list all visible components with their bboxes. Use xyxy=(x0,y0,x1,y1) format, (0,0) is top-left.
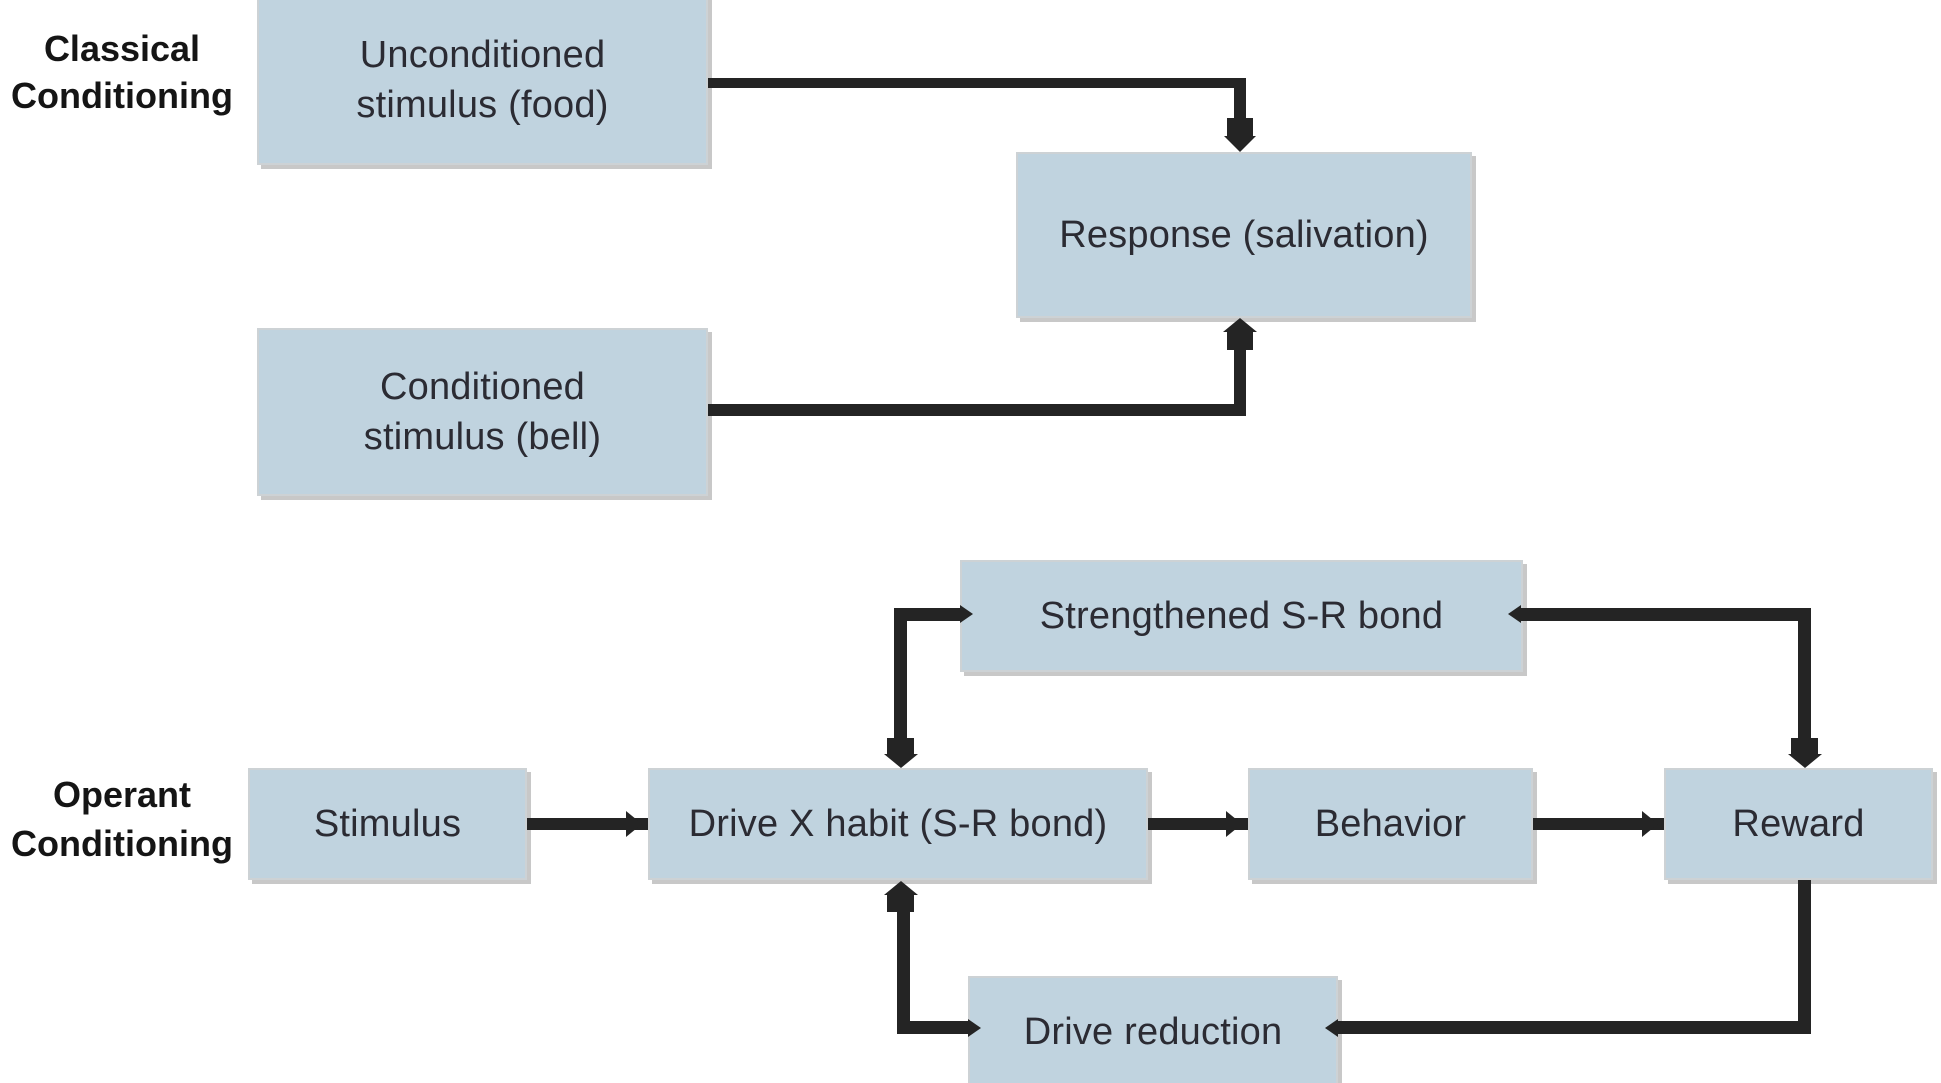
operant-label-line1: Operant xyxy=(52,774,192,815)
classical-label-line1: Classical xyxy=(43,28,201,69)
unconditioned-stimulus-line1: Unconditioned xyxy=(359,33,606,76)
loop-strengthened-head-down-icon-left xyxy=(884,754,918,768)
loop-reduction-head-block xyxy=(887,895,914,912)
loop-strengthened-right-vertical xyxy=(1798,608,1811,740)
strengthened-bond-box: Strengthened S-R bond xyxy=(960,560,1523,672)
stimulus-label: Stimulus xyxy=(313,803,462,845)
response-label: Response (salivation) xyxy=(1059,214,1429,256)
arrow-drive-to-behavior xyxy=(1148,818,1248,830)
conditioned-stimulus-line2: stimulus (bell) xyxy=(363,416,602,458)
arrow-behavior-to-reward xyxy=(1533,818,1664,830)
arrow-behavior-to-reward-head-icon xyxy=(1642,811,1658,837)
arrow-cs-to-response-vertical xyxy=(1234,348,1246,416)
operant-label-line2: Conditioning xyxy=(11,823,233,864)
behavior-label: Behavior xyxy=(1314,803,1467,845)
loop-strengthened-left-horizontal xyxy=(894,608,960,621)
unconditioned-stimulus-box: Unconditioned stimulus (food) xyxy=(257,0,708,165)
classical-conditioning-label: Classical Conditioning xyxy=(0,25,246,119)
loop-reduction-left-horizontal xyxy=(897,1021,968,1034)
drive-habit-label: Drive X habit (S-R bond) xyxy=(688,803,1108,845)
loop-strengthened-right-horizontal xyxy=(1521,608,1811,621)
arrow-ucs-head-down-icon xyxy=(1224,136,1256,152)
arrow-ucs-head-block xyxy=(1227,118,1253,136)
drive-habit-box: Drive X habit (S-R bond) xyxy=(648,768,1148,880)
strengthened-right-edge-stub-icon xyxy=(1508,605,1521,623)
classical-label-line2: Conditioning xyxy=(11,75,233,116)
arrow-ucs-to-response-vertical xyxy=(1234,78,1246,124)
loop-reduction-head-up-icon xyxy=(884,881,918,895)
strengthened-left-edge-stub-icon xyxy=(960,605,973,623)
arrow-drive-to-behavior-head-icon xyxy=(1226,811,1242,837)
loop-reduction-left-vertical xyxy=(897,908,910,1034)
strengthened-bond-label: Strengthened S-R bond xyxy=(1039,595,1444,637)
arrow-cs-head-up-icon xyxy=(1223,318,1257,332)
conditioned-stimulus-box: Conditioned stimulus (bell) xyxy=(257,328,708,496)
drive-reduction-right-edge-stub-icon xyxy=(1325,1019,1338,1037)
arrow-cs-to-response-horizontal xyxy=(708,404,1246,416)
reward-box: Reward xyxy=(1664,768,1933,880)
unconditioned-stimulus-line2: stimulus (food) xyxy=(356,83,609,126)
stimulus-box: Stimulus xyxy=(248,768,527,880)
loop-strengthened-head-block-right xyxy=(1791,738,1818,754)
loop-strengthened-head-down-icon-right xyxy=(1788,754,1822,768)
drive-reduction-label: Drive reduction xyxy=(1023,1011,1283,1053)
loop-reduction-right-vertical xyxy=(1798,880,1811,1034)
conditioned-stimulus-line1: Conditioned xyxy=(379,366,586,408)
arrow-stimulus-to-drive-head-icon xyxy=(626,811,642,837)
loop-strengthened-head-block-left xyxy=(887,738,914,754)
loop-reduction-right-horizontal xyxy=(1338,1021,1811,1034)
operant-conditioning-label: Operant Conditioning xyxy=(0,770,246,868)
behavior-box: Behavior xyxy=(1248,768,1533,880)
arrow-ucs-to-response-horizontal xyxy=(708,78,1246,88)
arrow-stimulus-to-drive xyxy=(527,818,648,830)
drive-reduction-left-edge-stub-icon xyxy=(968,1019,981,1037)
loop-strengthened-left-vertical xyxy=(894,608,907,740)
drive-reduction-box: Drive reduction xyxy=(968,976,1338,1083)
arrow-cs-head-block xyxy=(1227,332,1253,350)
reward-label: Reward xyxy=(1732,803,1865,845)
response-box: Response (salivation) xyxy=(1016,152,1472,318)
